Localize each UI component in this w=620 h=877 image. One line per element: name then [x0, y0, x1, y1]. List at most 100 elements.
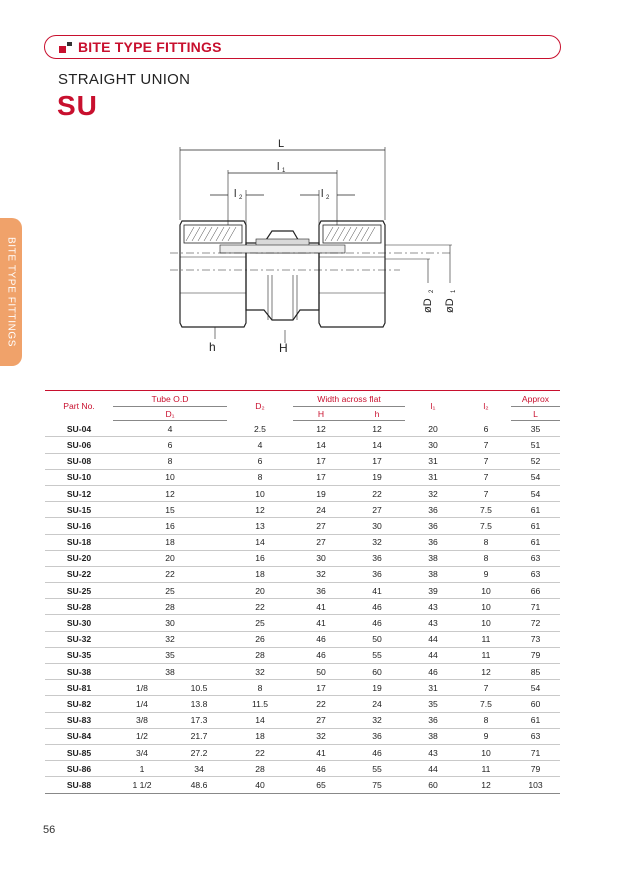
table-cell: 7	[461, 453, 511, 470]
table-cell: 32	[113, 631, 227, 648]
table-cell: 7	[461, 469, 511, 486]
table-cell: 85	[511, 663, 560, 681]
table-cell: 12	[461, 663, 511, 681]
col-part-no: Part No.	[45, 389, 113, 421]
table-cell: 73	[511, 631, 560, 648]
table-cell: 35	[511, 420, 560, 438]
table-cell: 46	[349, 598, 405, 616]
table-cell: 22	[227, 598, 293, 616]
table-cell: 11	[461, 760, 511, 778]
col-H: H	[293, 406, 349, 422]
table-cell: SU-04	[45, 420, 113, 438]
table-cell: 10	[461, 744, 511, 762]
table-cell: 32	[293, 728, 349, 745]
table-cell: 54	[511, 469, 560, 486]
table-cell: 79	[511, 760, 560, 778]
table-cell: 17	[293, 679, 349, 697]
table-cell: 36	[405, 712, 461, 729]
table-cell: 46	[349, 614, 405, 632]
table-cell: 19	[349, 469, 405, 486]
table-cell: 55	[349, 760, 405, 778]
table-cell: 43	[405, 614, 461, 632]
table-cell: 17	[349, 453, 405, 470]
table-cell: SU-10	[45, 469, 113, 486]
table-cell: SU-86	[45, 760, 113, 778]
label-D1: øD	[444, 298, 456, 313]
table-cell: 10	[113, 469, 227, 486]
table-cell: 36	[405, 534, 461, 551]
table-cell: 7.5	[461, 695, 511, 713]
table-cell: 44	[405, 631, 461, 648]
table-cell: 1/2	[113, 728, 171, 745]
table-cell: 2.5	[227, 420, 293, 438]
fitting-diagram: L l 1 l 2 l 2 h H øD 2 øD 1	[170, 138, 457, 355]
table-cell: 22	[349, 485, 405, 503]
table-cell: 8	[227, 469, 293, 486]
table-cell: 50	[293, 663, 349, 681]
col-l1: l₁	[405, 389, 461, 421]
table-cell: SU-32	[45, 631, 113, 648]
table-cell: 6	[113, 436, 227, 454]
label-l2-left-sub: 2	[239, 195, 243, 201]
table-cell: SU-84	[45, 728, 113, 745]
table-cell: 24	[349, 695, 405, 713]
table-cell: SU-35	[45, 647, 113, 665]
table-cell: 36	[349, 550, 405, 567]
table-cell: 54	[511, 485, 560, 503]
table-cell: 20	[227, 582, 293, 600]
table-cell: 54	[511, 679, 560, 697]
table-cell: 40	[227, 776, 293, 794]
table-cell: 27	[293, 517, 349, 535]
table-cell: 41	[293, 744, 349, 762]
table-cell: 103	[511, 776, 560, 794]
table-cell: 7.5	[461, 517, 511, 535]
table-cell: 46	[405, 663, 461, 681]
table-cell: 34	[171, 760, 227, 778]
table-cell: 10	[461, 598, 511, 616]
table-cell: 75	[349, 776, 405, 794]
table-cell: 24	[293, 501, 349, 519]
table-cell: 17	[293, 469, 349, 486]
table-cell: 18	[227, 566, 293, 584]
table-cell: 28	[113, 598, 227, 616]
table-cell: SU-28	[45, 598, 113, 616]
table-cell: 48.6	[171, 776, 227, 794]
table-cell: 17	[293, 453, 349, 470]
table-cell: 16	[227, 550, 293, 567]
col-l2: l₂	[461, 389, 511, 421]
table-cell: 35	[113, 647, 227, 665]
label-l2-right: l	[321, 188, 323, 200]
side-tab-label: BITE TYPE FITTINGS	[5, 236, 17, 348]
table-cell: 30	[349, 517, 405, 535]
page-number: 56	[43, 824, 56, 836]
table-cell: 18	[227, 728, 293, 745]
table-cell: 1/4	[113, 695, 171, 713]
table-cell: SU-83	[45, 712, 113, 729]
table-cell: 12	[227, 501, 293, 519]
table-cell: 22	[113, 566, 227, 584]
col-h: h	[349, 406, 405, 422]
table-cell: 1	[113, 760, 171, 778]
table-cell: 27	[293, 712, 349, 729]
label-H: H	[279, 341, 288, 355]
table-cell: 38	[113, 663, 227, 681]
table-cell: 22	[227, 744, 293, 762]
table-cell: 7.5	[461, 501, 511, 519]
product-subtitle: STRAIGHT UNION	[58, 71, 191, 88]
table-cell: 46	[293, 760, 349, 778]
table-cell: 9	[461, 728, 511, 745]
section-title: BITE TYPE FITTINGS	[78, 39, 222, 55]
table-cell: SU-16	[45, 517, 113, 535]
table-cell: 11.5	[227, 695, 293, 713]
table-cell: 32	[405, 485, 461, 503]
table-cell: 26	[227, 631, 293, 648]
table-cell: 21.7	[171, 728, 227, 745]
